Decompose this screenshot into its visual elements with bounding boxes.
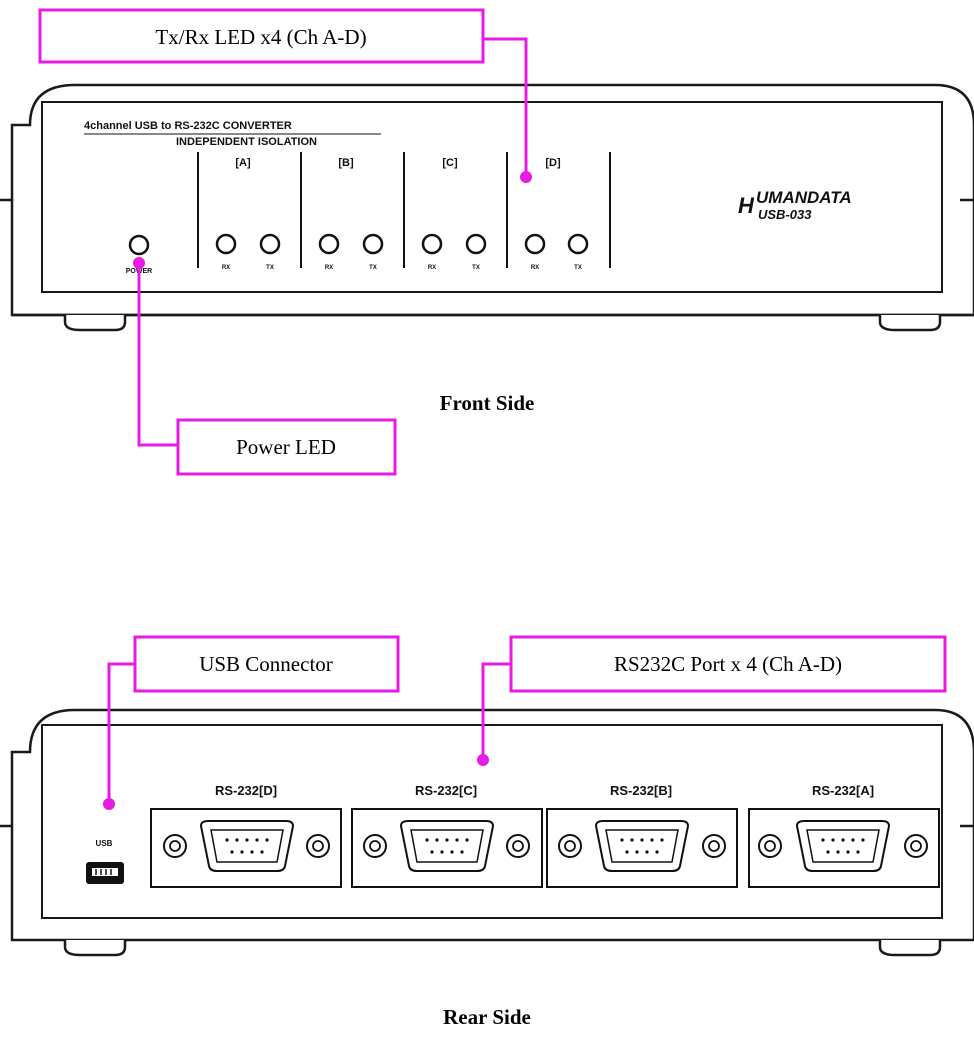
screw-icon xyxy=(764,840,776,852)
front-caption: Front Side xyxy=(440,391,535,415)
screw-icon xyxy=(169,840,181,852)
channel-label: [B] xyxy=(338,157,354,169)
channel-label: [A] xyxy=(235,157,251,169)
tx-label: TX xyxy=(369,265,377,271)
leader-line xyxy=(137,263,178,447)
screw-icon xyxy=(512,840,524,852)
callout-box xyxy=(176,418,397,476)
channel-label: [C] xyxy=(442,157,458,169)
channel-label: [D] xyxy=(545,157,561,169)
port-label: RS-232[A] xyxy=(812,783,874,798)
callout-box xyxy=(38,8,485,64)
callout-rs232: RS232C Port x 4 (Ch A-D) xyxy=(477,635,947,766)
rear-caption: Rear Side xyxy=(443,1005,531,1029)
rear-device: USB RS-232[D] RS-232[C] xyxy=(0,708,974,957)
rear-foot-right xyxy=(878,940,942,957)
tx-label: TX xyxy=(472,265,480,271)
port-label: RS-232[B] xyxy=(610,783,672,798)
power-led xyxy=(128,234,150,256)
leader-dot xyxy=(520,171,532,183)
rx-led xyxy=(215,233,237,255)
channel-c: [C] RX TX xyxy=(421,157,487,271)
tx-led xyxy=(259,233,281,255)
screw-icon xyxy=(708,840,720,852)
front-foot-left xyxy=(63,315,127,332)
screw-icon xyxy=(910,840,922,852)
front-device: 4channel USB to RS-232C CONVERTER INDEPE… xyxy=(0,83,974,332)
rx-label: RX xyxy=(428,265,436,271)
rx-label: RX xyxy=(531,265,539,271)
usb-connector xyxy=(86,862,124,884)
rs232-port-a: RS-232[A] xyxy=(748,783,940,888)
callout-text: Tx/Rx LED x4 (Ch A-D) xyxy=(155,25,366,49)
rx-label: RX xyxy=(325,265,333,271)
channel-d: [D] RX TX xyxy=(524,157,589,271)
front-header-line1: 4channel USB to RS-232C CONVERTER xyxy=(84,120,292,132)
callout-box xyxy=(133,635,400,693)
usb-label: USB xyxy=(96,839,113,848)
port-label: RS-232[D] xyxy=(215,783,277,798)
tx-led xyxy=(567,233,589,255)
brand-logo-h: H xyxy=(738,193,755,218)
rs232-port-b: RS-232[B] xyxy=(546,783,738,888)
brand-logo-text: UMANDATA xyxy=(756,188,852,207)
leader-dot xyxy=(133,257,145,269)
leader-line xyxy=(481,662,511,758)
rs232-port-d: RS-232[D] xyxy=(150,783,342,888)
rx-label: RX xyxy=(222,265,230,271)
leader-dot xyxy=(477,754,489,766)
callout-text: Power LED xyxy=(236,435,336,459)
callout-text: RS232C Port x 4 (Ch A-D) xyxy=(614,652,842,676)
screw-icon xyxy=(564,840,576,852)
rear-foot-left xyxy=(63,940,127,957)
front-foot-right xyxy=(878,315,942,332)
model-label: USB-033 xyxy=(758,207,812,222)
channel-b: [B] RX TX xyxy=(318,157,384,271)
leader-line xyxy=(483,37,528,175)
tx-led xyxy=(362,233,384,255)
rx-led xyxy=(421,233,443,255)
tx-led xyxy=(465,233,487,255)
screw-icon xyxy=(369,840,381,852)
rx-led xyxy=(318,233,340,255)
channel-a: [A] RX TX xyxy=(215,157,281,271)
tx-label: TX xyxy=(266,265,274,271)
leader-dot xyxy=(103,798,115,810)
callout-power: Power LED xyxy=(133,257,397,476)
rx-led xyxy=(524,233,546,255)
port-label: RS-232[C] xyxy=(415,783,477,798)
callout-usb: USB Connector xyxy=(103,635,400,810)
front-header-line2: INDEPENDENT ISOLATION xyxy=(176,136,317,148)
rs232-port-c: RS-232[C] xyxy=(351,783,543,888)
brand-logo: H UMANDATA USB-033 xyxy=(738,188,852,222)
callout-txrx: Tx/Rx LED x4 (Ch A-D) xyxy=(38,8,532,183)
screw-icon xyxy=(312,840,324,852)
leader-line xyxy=(107,662,135,803)
tx-label: TX xyxy=(574,265,582,271)
callout-text: USB Connector xyxy=(199,652,333,676)
